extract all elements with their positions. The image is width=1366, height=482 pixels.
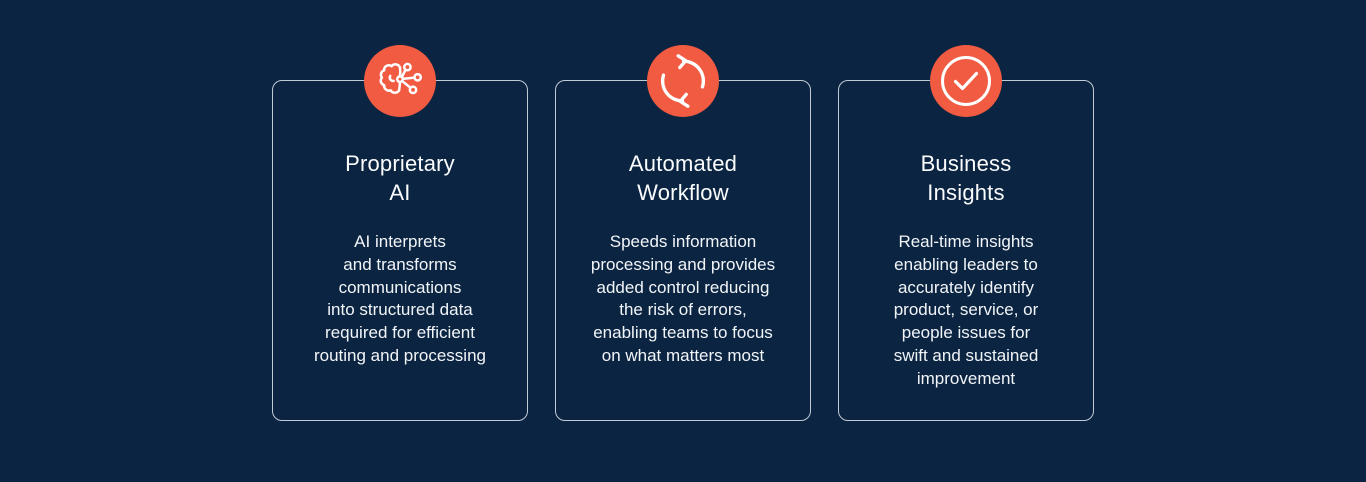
card-title: Automated Workflow — [628, 151, 738, 205]
card-proprietary-ai: Proprietary AI AI interprets and transfo… — [272, 45, 528, 421]
card-title: Business Insights — [920, 151, 1012, 205]
card-body: Speeds information processing and provid… — [590, 232, 776, 365]
ai-brain-icon — [364, 45, 436, 117]
sync-arrows-icon — [647, 45, 719, 117]
card-body: Real-time insights enabling leaders to a… — [893, 232, 1039, 388]
feature-cards-row: Proprietary AI AI interprets and transfo… — [272, 45, 1094, 421]
card-business-insights: Business Insights Real-time insights ena… — [838, 45, 1094, 421]
card-automated-workflow: Automated Workflow Speeds information pr… — [555, 45, 811, 421]
card-title: Proprietary AI — [345, 151, 455, 205]
checkmark-circle-icon — [930, 45, 1002, 117]
card-body: AI interprets and transforms communicati… — [313, 232, 486, 365]
